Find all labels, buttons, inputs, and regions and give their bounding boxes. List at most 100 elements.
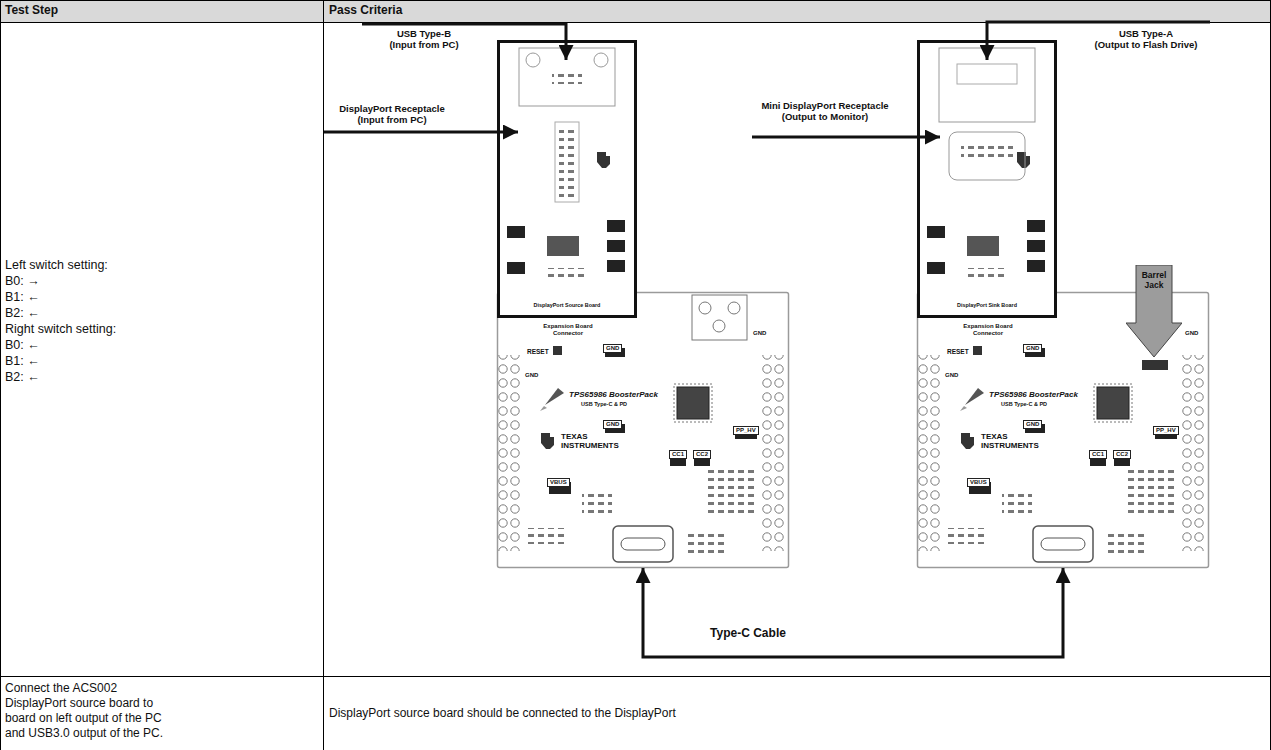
port-callout: USB Type-B [376,28,472,39]
switch-setting: Right switch setting: [5,322,116,336]
board-subtitle: USB Type-C & PD [1001,401,1047,407]
diode [1142,360,1168,370]
source-board-art [499,42,636,317]
board-name: DisplayPort Source Board [497,302,637,308]
switch-setting: B0: ← [5,338,40,352]
text-slot: Barrel Jack [1134,271,1174,291]
mini-displayport-connector [949,132,1025,180]
pin-label: GND [945,372,958,379]
text-slot: Mini DisplayPort Receptacle [745,100,905,111]
text-slot: TPS65986 BoosterPack [989,390,1078,399]
text-slot: GND [1023,336,1042,354]
port-callout: Mini DisplayPort Receptacle [745,100,905,111]
output-arrow [752,136,940,139]
board-title: TPS65986 BoosterPack [569,390,658,399]
text-slot: GND [525,372,538,379]
usb-a-tongue [957,64,1017,84]
text-slot: USB Type-C & PD [581,401,627,407]
test-point-label: GND [603,344,622,353]
text-slot: TPS65986 BoosterPack [569,390,658,399]
sink-connectors [939,48,1035,180]
switch-setting: Left switch setting: [5,258,108,272]
test-point-label: CC2 [1113,450,1131,459]
switch-setting: B0: → [5,274,40,288]
text-slot: USB Type-C & PD [1001,401,1047,407]
switch-setting: B1: ← [5,290,40,304]
table-cell: DisplayPort source board should be conne… [329,707,676,721]
connector-pins [552,70,582,84]
connector-hole [728,302,740,314]
text-slot: (Output to Monitor) [745,111,905,122]
switch-setting: B1: ← [5,354,40,368]
test-point-label: PP_HV [1153,426,1179,435]
port-callout: DisplayPort Receptacle [326,103,458,114]
text-slot: RESET [527,348,549,355]
brand-logo-text: TEXAS INSTRUMENTS [981,432,1047,450]
text-slot: DisplayPort Receptacle [326,103,458,114]
pin-label: GND [753,330,766,337]
port-callout: (Input from PC) [376,39,472,50]
switch-setting: B2: ← [5,306,40,320]
test-point-label: CC1 [669,450,687,459]
text-slot: (Input from PC) [376,39,472,50]
table-header: Pass Criteria [329,4,402,18]
test-point-label: GND [1023,420,1042,429]
mount-hole [594,53,608,67]
text-slot: PP_HV [733,418,759,436]
text-slot: B1: ← [5,354,40,368]
button-label: RESET [947,348,969,355]
text-slot: RESET [947,348,969,355]
switch-setting: B2: ← [5,370,40,384]
port-callout: (Output to Monitor) [745,111,905,122]
text-slot: B0: ← [5,338,40,352]
text-slot: B2: ← [5,306,40,320]
text-slot: DisplayPort source board should be conne… [329,707,676,721]
booster-board: Expansion Board ConnectorRESET GND GND TPS6… [497,292,789,568]
button-label: RESET [527,348,549,355]
board-subtitle: USB Type-C & PD [581,401,627,407]
text-slot: Pass Criteria [329,4,402,18]
text-slot: Expansion Board Connector [533,323,603,337]
text-slot: GND [945,372,958,379]
source-connectors [519,48,615,202]
text-slot: DisplayPort Source Board [497,302,637,308]
pin-label: GND [525,372,538,379]
test-point-label: VBUS [547,478,570,487]
barrel-jack-arrow: Barrel Jack [1126,265,1182,357]
board-name: DisplayPort Sink Board [917,302,1057,308]
connector-label: Expansion Board Connector [533,323,603,337]
text-slot: GND [603,412,622,430]
test-point-label: CC1 [1089,450,1107,459]
text-slot: PP_HV [1153,418,1179,436]
table-rule [323,0,324,750]
test-point-label: GND [1023,344,1042,353]
table-header: Test Step [5,4,58,18]
text-slot: TEXAS INSTRUMENTS [561,432,627,450]
connector-label: Expansion Board Connector [953,323,1023,337]
cable-label: Type-C Cable [678,627,818,641]
port-callout: (Input from PC) [326,114,458,125]
booster-board-art [497,293,789,568]
text-slot: B0: → [5,274,40,288]
table-rule [0,676,1271,677]
pin-label: GND [1185,330,1198,337]
output-arrow [987,22,1210,60]
text-slot: DisplayPort Sink Board [917,302,1057,308]
text-slot: USB Type-B [376,28,472,39]
expansion-board: DisplayPort Source Board [497,40,637,318]
power-connector [692,295,747,340]
text-slot: Test Step [5,4,58,18]
connector-hole [699,302,711,314]
text-slot: VBUS [547,470,570,488]
connector-pins [961,144,1013,162]
displayport-connector [555,122,579,202]
text-slot: VBUS [967,470,990,488]
test-point-label: GND [603,420,622,429]
test-point-label: PP_HV [733,426,759,435]
text-slot: Expansion Board Connector [953,323,1023,337]
text-slot: CC2 [693,442,711,460]
text-slot: Left switch setting: [5,258,108,272]
